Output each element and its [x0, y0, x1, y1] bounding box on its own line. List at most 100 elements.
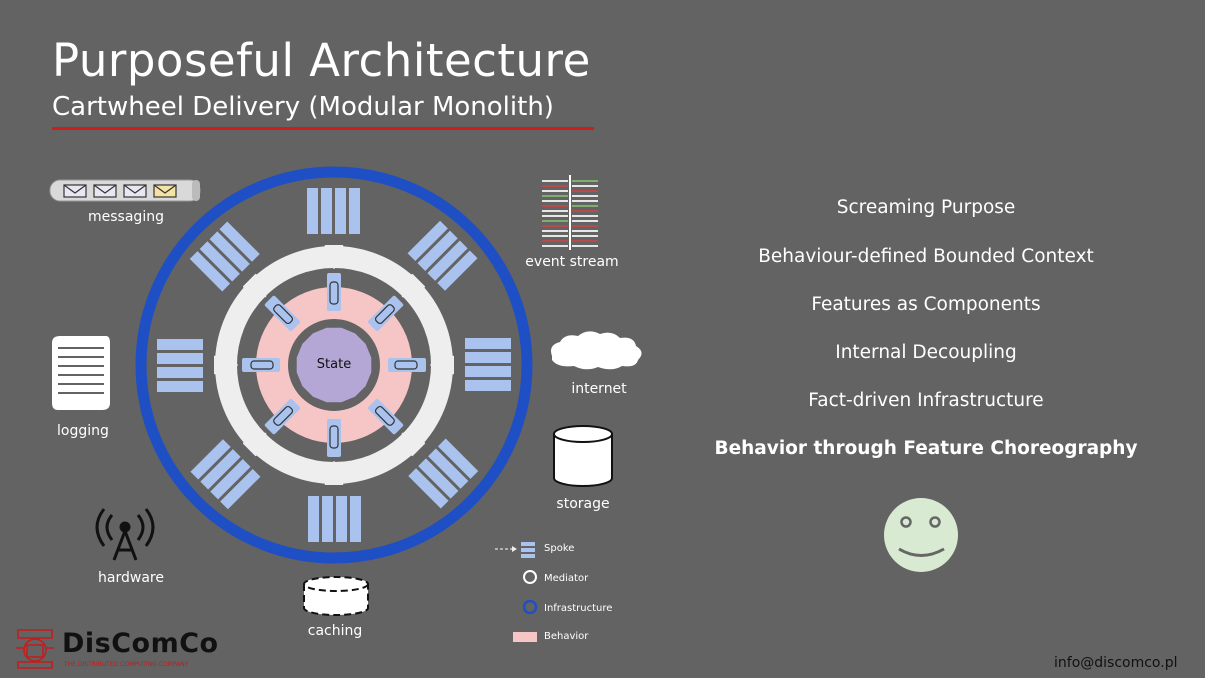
- logging-label: logging: [57, 423, 109, 439]
- cache-icon: [303, 576, 369, 616]
- mediator-connector: [214, 352, 238, 378]
- contact-email: info@discomco.pl: [1054, 655, 1178, 671]
- legend-spoke-label: Spoke: [544, 543, 575, 554]
- inner-spoke: [327, 419, 341, 457]
- brand-name: DisComCo: [62, 628, 219, 659]
- outer-spoke: [157, 339, 203, 392]
- legend-spoke-icon: [495, 542, 535, 558]
- cylinder-icon: [553, 425, 613, 487]
- spoke-bar: [465, 366, 511, 377]
- legend-mediator-label: Mediator: [544, 573, 589, 584]
- mediator-connector: [242, 430, 269, 457]
- spoke-bar: [407, 220, 448, 262]
- state-core: [296, 327, 372, 403]
- envelope-icon: [93, 184, 117, 198]
- envelope-icon: [153, 184, 177, 198]
- envelope-icon: [63, 184, 87, 198]
- spoke-bar: [190, 439, 231, 480]
- inner-spoke: [242, 358, 280, 372]
- inner-spoke: [368, 399, 404, 435]
- spoke-bar: [465, 380, 511, 391]
- state-label: State: [317, 357, 351, 372]
- spoke-bar: [335, 188, 346, 234]
- spoke-bar: [189, 251, 231, 292]
- log-scroll-icon: [52, 336, 110, 410]
- spoke-bar: [437, 250, 478, 291]
- radio-tower-icon: [95, 508, 155, 561]
- storage-label: storage: [556, 496, 610, 512]
- caching-label: caching: [307, 623, 363, 639]
- event-stream-icon: [542, 175, 598, 250]
- infrastructure-ring: [135, 166, 533, 564]
- mediator-connector: [430, 352, 454, 378]
- outer-spoke: [307, 188, 360, 234]
- inner-spoke: [264, 399, 300, 435]
- legend-infrastructure-icon: [522, 599, 538, 615]
- spoke-bar: [219, 221, 260, 262]
- smiley-icon: [884, 498, 958, 572]
- mediator-connector: [242, 273, 269, 300]
- spoke-bar: [408, 468, 449, 509]
- principle-item: Behaviour-defined Bounded Context: [758, 246, 1094, 267]
- cloud-icon: [551, 331, 642, 370]
- spoke-bar: [200, 449, 241, 490]
- spoke-bar: [427, 240, 468, 281]
- spoke-bar: [349, 188, 360, 234]
- messaging-label: messaging: [88, 209, 164, 225]
- spoke-bar: [418, 458, 459, 499]
- outer-spoke: [407, 220, 478, 291]
- spoke-bar: [417, 230, 458, 271]
- page-title: Purposeful Architecture: [52, 34, 591, 87]
- envelope-icon: [49, 179, 201, 202]
- spoke-bar: [307, 188, 318, 234]
- legend-mediator-icon: [523, 570, 537, 584]
- outer-spoke: [308, 496, 361, 542]
- outer-spoke: [465, 338, 511, 391]
- discomco-logo: [16, 629, 54, 669]
- spoke-bar: [157, 339, 203, 350]
- mediator-connector: [399, 273, 426, 300]
- spoke-bar: [157, 367, 203, 378]
- legend-behavior-label: Behavior: [544, 631, 589, 642]
- legend-infrastructure-label: Infrastructure: [544, 603, 613, 614]
- principle-item: Features as Components: [811, 294, 1041, 315]
- outer-spoke: [190, 439, 261, 510]
- spoke-bar: [428, 448, 469, 489]
- brand-tagline: THE DISTRIBUTED COMPUTING COMPANY: [64, 661, 189, 668]
- spoke-bar: [336, 496, 347, 542]
- mediator-connectors: [214, 245, 454, 485]
- spoke-bar: [209, 231, 250, 272]
- inner-spokes: [242, 273, 426, 457]
- hardware-label: hardware: [98, 570, 164, 586]
- inner-spoke: [327, 273, 341, 311]
- spoke-bar: [157, 353, 203, 364]
- spoke-bar: [350, 496, 361, 542]
- spoke-bar: [220, 468, 261, 510]
- envelope-icon: [123, 184, 147, 198]
- spoke-bar: [210, 459, 251, 500]
- page-subtitle: Cartwheel Delivery (Modular Monolith): [52, 92, 554, 122]
- spoke-bar: [321, 188, 332, 234]
- inner-spoke: [264, 295, 300, 331]
- inner-spoke: [388, 358, 426, 372]
- event-stream-label: event stream: [525, 254, 619, 270]
- principle-item: Fact-driven Infrastructure: [808, 390, 1044, 411]
- mediator-connector: [399, 430, 426, 457]
- outer-spoke: [189, 221, 260, 292]
- internet-label: internet: [571, 381, 627, 397]
- principle-item: Screaming Purpose: [836, 197, 1016, 218]
- spoke-bar: [322, 496, 333, 542]
- outer-spoke: [408, 438, 479, 509]
- spoke-bar: [157, 381, 203, 392]
- principle-item-highlighted: Behavior through Feature Choreography: [714, 438, 1138, 459]
- spoke-bar: [199, 241, 240, 282]
- outer-spokes: [157, 188, 511, 542]
- mediator-connector: [321, 245, 347, 269]
- inner-spoke: [368, 295, 404, 331]
- spoke-bar: [437, 438, 479, 479]
- spoke-bar: [465, 352, 511, 363]
- mediator-connector: [321, 461, 347, 485]
- spoke-bar: [465, 338, 511, 349]
